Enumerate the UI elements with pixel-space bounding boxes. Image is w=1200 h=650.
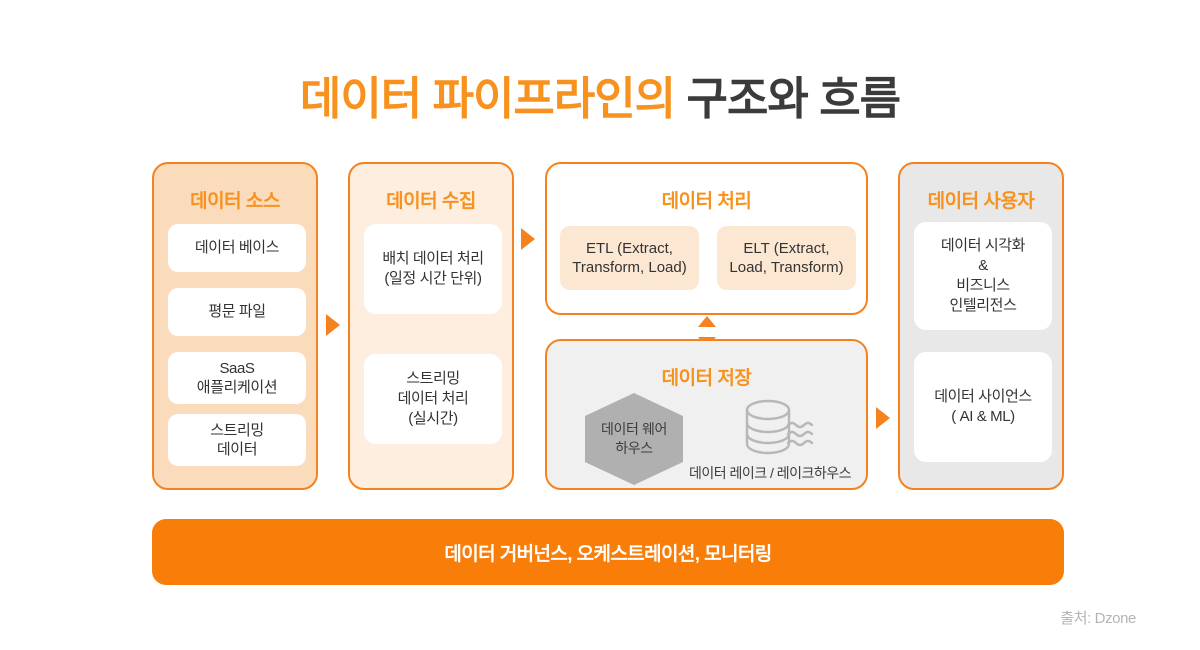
governance-bar: 데이터 거버넌스, 오케스트레이션, 모니터링: [152, 519, 1064, 585]
source-credit: 출처: Dzone: [1060, 610, 1136, 627]
ingestion-item-batch-processing: 배치 데이터 처리(일정 시간 단위): [364, 224, 502, 314]
arrow-source-to-ingestion-icon: [326, 314, 340, 336]
arrow-storage-to-users-icon: [876, 407, 890, 429]
source-item-flat-file: 평문 파일: [168, 288, 306, 336]
processing-item-etl: ETL (Extract,Transform, Load): [560, 226, 699, 290]
page-title-accent: 데이터 파이프라인의: [299, 73, 676, 124]
card-data-processing: 데이터 처리 ETL (Extract,Transform, Load) ELT…: [545, 162, 868, 315]
column-heading-data-source: 데이터 소스: [190, 191, 280, 212]
page-title-dark: 구조와 흐름: [686, 73, 902, 124]
column-heading-data-storage: 데이터 저장: [661, 368, 752, 389]
column-heading-data-processing: 데이터 처리: [661, 191, 752, 212]
arrow-ingestion-to-processing-icon: [521, 228, 535, 250]
source-item-database: 데이터 베이스: [168, 224, 306, 272]
page-title: 데이터 파이프라인의 구조와 흐름: [0, 62, 1200, 127]
column-heading-data-users: 데이터 사용자: [927, 191, 1035, 212]
users-item-data-science: 데이터 사이언스( AI & ML): [914, 352, 1052, 462]
column-heading-data-ingestion: 데이터 수집: [386, 191, 476, 212]
database-lake-icon: [741, 397, 819, 459]
governance-bar-label: 데이터 거버넌스, 오케스트레이션, 모니터링: [444, 543, 772, 565]
data-lake-label: 데이터 레이크 / 레이크하우스: [688, 465, 852, 481]
processing-item-elt: ELT (Extract,Load, Transform): [717, 226, 856, 290]
